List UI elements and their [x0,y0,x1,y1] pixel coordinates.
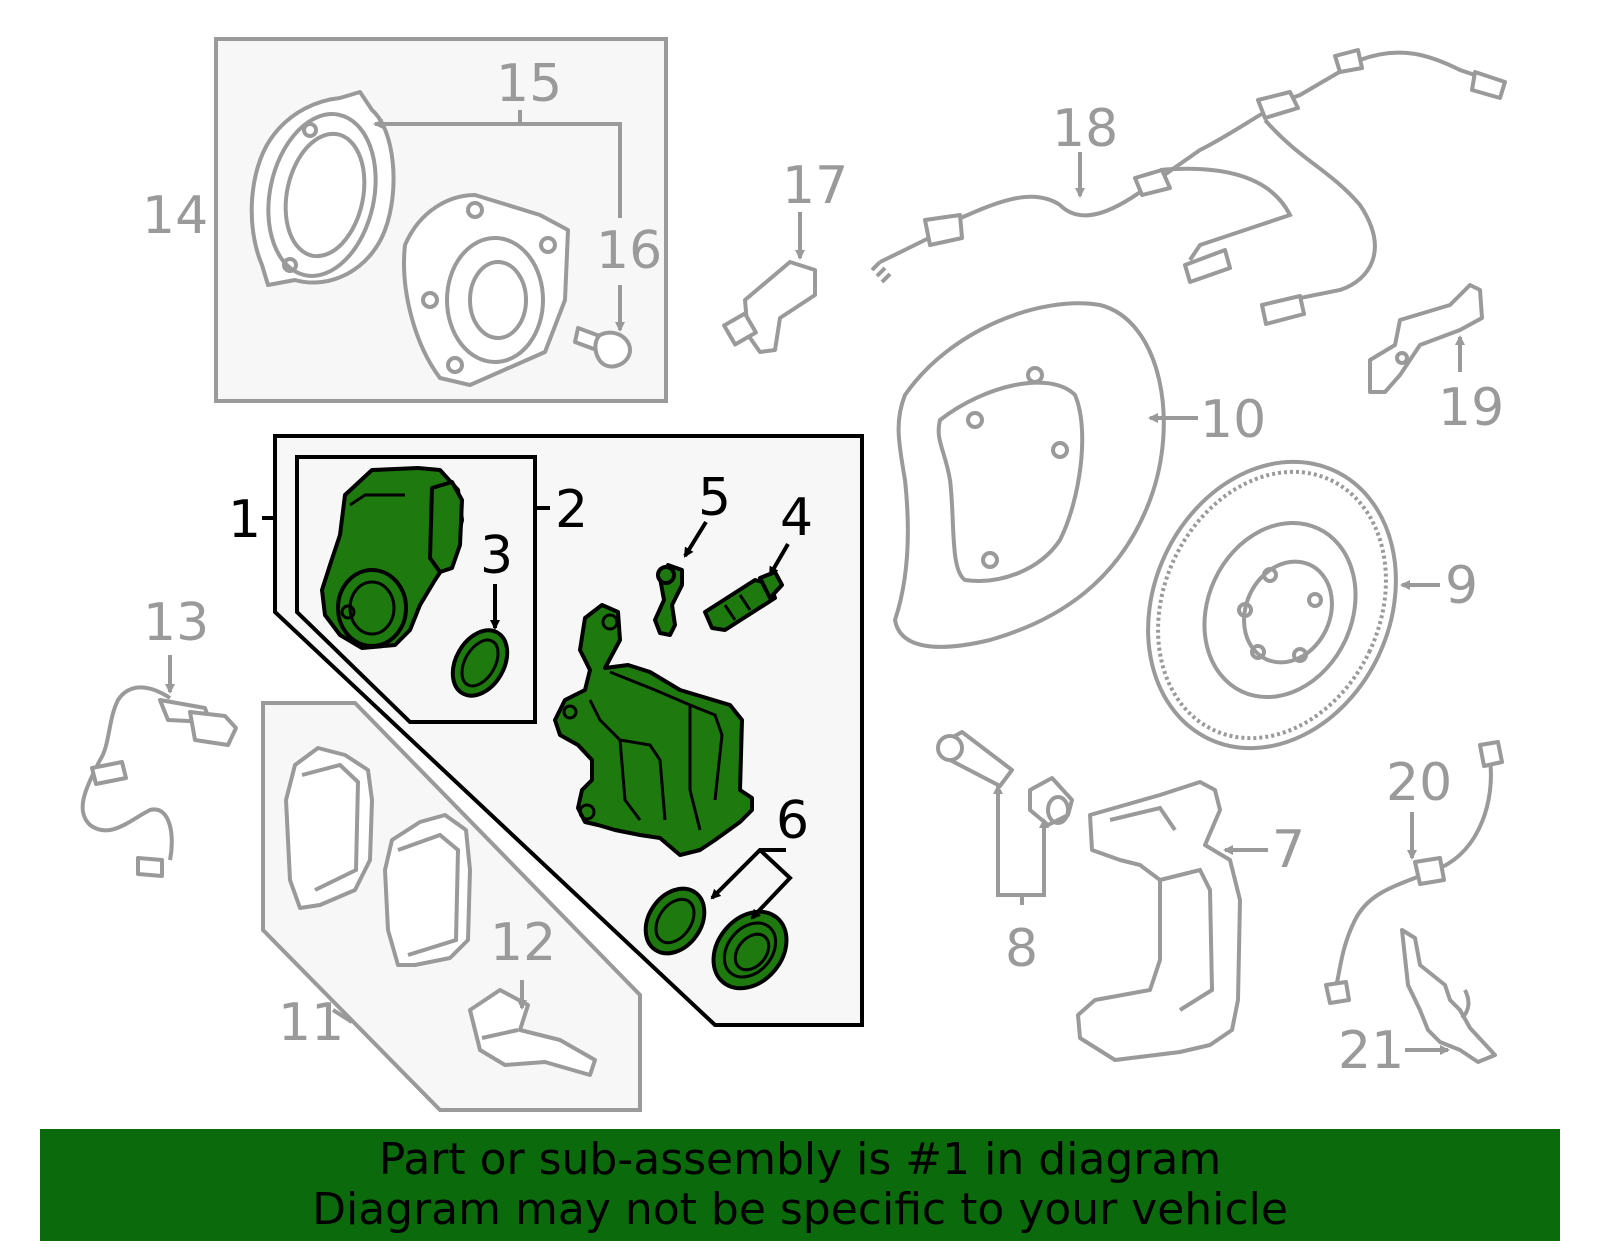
callout-21: 21 [1338,1021,1404,1081]
callout-14: 14 [142,186,208,246]
actuator-seal[interactable] [442,621,519,706]
speed-sensor[interactable] [722,260,817,354]
guide-bushing[interactable] [1028,776,1074,827]
brake-pad-left[interactable] [284,746,374,910]
callout-11: 11 [278,993,344,1053]
callout-1: 1 [228,490,261,550]
hub-bearing-group [214,37,668,403]
callout-20: 20 [1386,753,1452,813]
dust-shield[interactable] [893,301,1166,649]
callout-13: 13 [143,593,209,653]
leader-15b [520,122,622,218]
leader-11 [331,1008,354,1024]
pads-group [261,701,642,1112]
brake-rotor[interactable] [1103,421,1442,789]
caliper-actuator-motor[interactable] [320,466,464,650]
leader-8 [993,784,1024,905]
banner-line-2: Diagram may not be specific to your vehi… [312,1184,1288,1235]
callout-15: 15 [496,54,562,114]
banner-line-1: Part or sub-assembly is #1 in diagram [378,1134,1222,1185]
info-banner: Part or sub-assembly is #1 in diagram Di… [40,1129,1560,1241]
leader-6b [750,848,793,920]
callout-6: 6 [776,791,809,851]
bleeder-screw[interactable] [653,563,684,637]
callout-17: 17 [782,156,848,216]
wear-sensor[interactable] [80,685,238,878]
callout-12: 12 [490,913,556,973]
brake-hose[interactable] [1324,740,1504,1005]
callout-5: 5 [698,468,731,528]
callout-4: 4 [780,488,813,548]
wiring-harness[interactable] [870,48,1507,326]
leader-4 [768,542,790,577]
wheel-hub[interactable] [402,193,570,387]
leader-5 [683,520,708,558]
callout-7: 7 [1272,820,1305,880]
callout-10: 10 [1200,390,1266,450]
piston-seal-outer[interactable] [634,877,717,964]
leader-8b [1022,818,1049,897]
callout-18: 18 [1052,99,1118,159]
caliper-carrier[interactable] [1076,780,1242,1062]
actuator-box [295,455,537,724]
hose-bracket[interactable] [1400,928,1497,1064]
sensor-bracket[interactable] [1368,283,1484,394]
guide-pin[interactable] [936,730,1014,788]
hub-bolt[interactable] [573,326,632,369]
caliper-housing[interactable] [553,603,754,857]
callout-16: 16 [596,221,662,281]
callout-19: 19 [1438,378,1504,438]
callout-3: 3 [480,526,513,586]
wheel-bearing[interactable] [249,90,396,287]
callout-8: 8 [1005,919,1038,979]
callout-9: 9 [1445,556,1478,616]
callout-2: 2 [555,480,588,540]
brake-pad-right[interactable] [383,813,472,967]
caliper-assembly-group [262,434,864,1027]
piston-seal-boot[interactable] [698,897,801,1002]
